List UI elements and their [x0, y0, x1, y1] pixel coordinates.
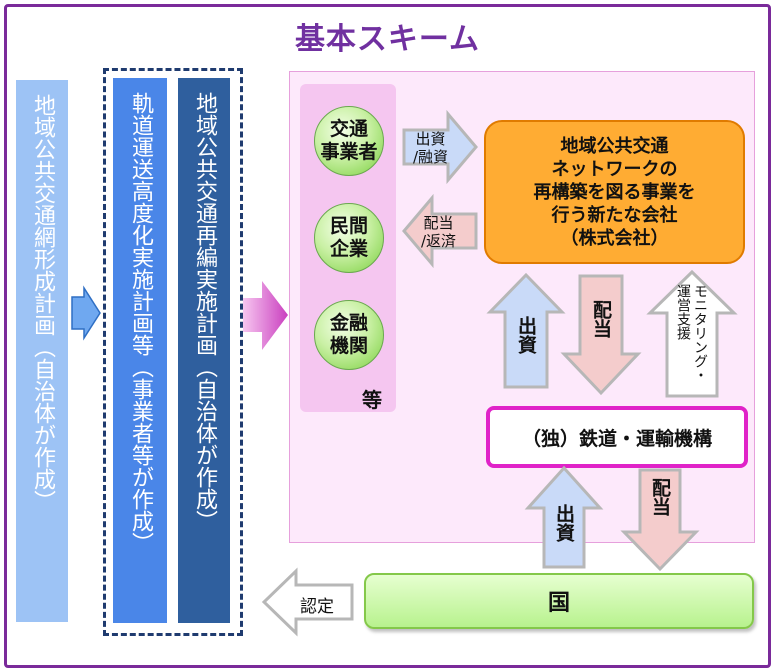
flow-arrow-magenta [243, 281, 288, 350]
new-company-line-4: 行う新たな会社 [551, 204, 678, 226]
investor-transport-operator: 交通事業者 [314, 106, 384, 176]
invest-up-label-2: 出資 [553, 504, 575, 542]
dividend-down-arrow [560, 274, 642, 396]
investor-private-company: 民間企業 [314, 203, 384, 273]
dividend-repay-label-1: 配当/返済 [421, 214, 457, 250]
plan-column-rail-text: 軌道運送高度化実施計画等（事業者等が作成） [128, 92, 153, 554]
certify-label: 認定 [300, 597, 334, 617]
dividend-repay-arrow [402, 193, 478, 269]
dividend-down-label-2: 配当 [649, 478, 671, 516]
investors-etc-label: 等 [362, 388, 382, 412]
plan-column-network: 地域公共交通網形成計画（自治体が作成） [16, 80, 68, 622]
new-company-box: 地域公共交通 ネットワークの 再構築を図る事業を 行う新たな会社 （株式会社） [484, 120, 745, 264]
certify-arrow [261, 567, 354, 637]
plan-column-rail: 軌道運送高度化実施計画等（事業者等が作成） [113, 78, 167, 623]
invest-up-label: 出資 [515, 316, 537, 354]
invest-up-arrow-2 [524, 465, 604, 569]
invest-loan-arrow [402, 109, 478, 185]
new-company-line-1: 地域公共交通 [560, 135, 669, 157]
monitoring-label: モニタリング・運営支援 [675, 284, 708, 382]
invest-loan-label-1: 出資/融資 [413, 130, 449, 166]
invest-up-arrow [486, 272, 566, 389]
new-company-line-3: 再構築を図る事業を [533, 181, 696, 203]
invest-loan-label: 出資/融資 [413, 130, 448, 166]
dashed-group [103, 68, 243, 636]
investor-financial-institution-label: 金融機関 [329, 312, 368, 357]
plan-column-reorg-text: 地域公共交通再編実施計画（自治体が作成） [192, 92, 217, 532]
investor-transport-operator-label: 交通事業者 [320, 118, 378, 163]
dividend-down-arrow-2 [620, 468, 700, 572]
monitoring-up-arrow [646, 269, 738, 398]
investor-private-company-label: 民間企業 [329, 215, 368, 260]
new-company-line-2: ネットワークの [551, 158, 678, 180]
new-company-line-5: （株式会社） [560, 227, 669, 249]
page-title: 基本スキーム [294, 22, 481, 57]
investor-financial-institution: 金融機関 [314, 300, 384, 370]
plan-column-reorg: 地域公共交通再編実施計画（自治体が作成） [178, 78, 230, 623]
plan-column-network-text: 地域公共交通網形成計画（自治体が作成） [30, 94, 55, 512]
rail-agency-box: （独）鉄道・運輸機構 [486, 406, 748, 468]
dividend-repay-label: 配当/返済 [421, 214, 456, 250]
country-box: 国 [364, 573, 754, 629]
dividend-down-label: 配当 [590, 300, 612, 338]
flow-arrow-small [71, 285, 101, 341]
